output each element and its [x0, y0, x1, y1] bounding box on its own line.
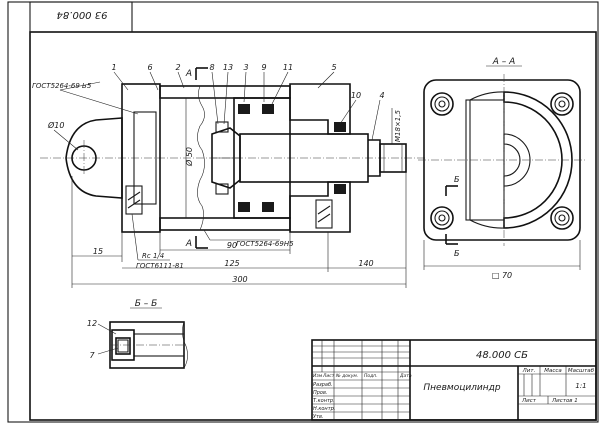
- role-razrab: Разраб.: [313, 382, 333, 388]
- hdr-dokum: № докум.: [335, 373, 358, 379]
- section-aa-view: [418, 74, 586, 246]
- main-view: [40, 67, 425, 249]
- dim-d10: Ø10: [47, 120, 64, 130]
- callout-2: 2: [175, 63, 180, 72]
- flange-dim: [423, 240, 581, 270]
- callout-3: 3: [243, 63, 248, 72]
- bolt-tl: [430, 92, 454, 116]
- cut-b-top: Б: [454, 175, 460, 184]
- hdr-podp: Подп.: [364, 373, 378, 379]
- gost-thread-note: ГОСТ6111-81: [136, 262, 184, 270]
- section-bb-label: Б – Б: [135, 299, 158, 309]
- dim-125: 125: [224, 259, 239, 268]
- sheet-label: Лист: [521, 398, 537, 404]
- sheets-label: Листов 1: [551, 398, 578, 404]
- seal-top-a: [238, 104, 250, 114]
- cut-b-bottom: Б: [454, 249, 460, 258]
- callout-12: 12: [87, 319, 97, 328]
- callout-10: 10: [351, 91, 361, 100]
- callout-11: 11: [283, 63, 293, 72]
- corner-stamp-text: 93 000.84: [57, 9, 108, 20]
- dim-90: 90: [227, 241, 237, 250]
- right-cap-top: [289, 83, 351, 135]
- doc-number: 48.000 СБ: [476, 350, 528, 361]
- seal-bot-b: [262, 202, 274, 212]
- callout-leaders: [59, 71, 381, 141]
- cut-a-top: А: [185, 69, 192, 79]
- right-cap-port: [315, 199, 333, 229]
- col-mass: Масса: [544, 368, 562, 374]
- seal-bot-a: [238, 202, 250, 212]
- gost-bottom-note: ГОСТ5264-69Н5: [236, 240, 294, 248]
- role-nkontr: Н.контр.: [313, 406, 335, 412]
- callout-6: 6: [147, 63, 152, 72]
- break-line: [197, 85, 205, 231]
- dim-140: 140: [358, 259, 373, 268]
- scale-value: 1:1: [575, 382, 586, 390]
- left-cap: [121, 83, 161, 233]
- rod-thread: [379, 143, 407, 173]
- callout-1: 1: [111, 63, 116, 72]
- role-utv: Утв.: [313, 414, 324, 420]
- bolt-tr: [550, 92, 574, 116]
- dim-m18: М18×1,5: [394, 110, 402, 142]
- callout-7: 7: [89, 351, 95, 360]
- seal-top-b: [262, 104, 274, 114]
- role-tkontr: Т.контр.: [313, 398, 335, 404]
- col-lit: Лит.: [522, 368, 536, 374]
- role-prov: Пров.: [313, 390, 328, 396]
- hdr-data: Дата: [399, 373, 412, 379]
- product-name: Пневмоцилиндр: [423, 383, 500, 393]
- cut-a-bottom: А: [185, 239, 192, 249]
- dimension-lines: [53, 98, 407, 288]
- gost-top-note: ГОСТ5264-69 Ь5: [32, 82, 92, 90]
- dim-15: 15: [93, 247, 103, 256]
- bolt-bl: [430, 206, 454, 230]
- callout-8: 8: [209, 63, 214, 72]
- hdr-list: Лист: [322, 373, 335, 379]
- title-block: [311, 339, 597, 421]
- dim-d50: Ø 50: [184, 147, 194, 167]
- rod-seal-bot: [334, 184, 346, 194]
- callout-9: 9: [261, 63, 266, 72]
- callout-13: 13: [223, 63, 233, 72]
- rod-seal-top: [334, 122, 346, 132]
- piston-rod: [239, 133, 369, 183]
- dim-sq70: □ 70: [492, 271, 512, 280]
- callout-5: 5: [331, 63, 336, 72]
- callout-4: 4: [379, 91, 384, 100]
- bolt-br: [550, 206, 574, 230]
- clevis-ear: [65, 117, 123, 199]
- section-bb-view: [109, 321, 188, 369]
- dim-300: 300: [232, 275, 247, 284]
- section-aa-label: А – А: [492, 57, 516, 67]
- barrel-bottom: [159, 217, 291, 231]
- hdr-izm: Изм: [313, 373, 323, 379]
- barrel-top: [159, 85, 291, 99]
- thread-note: Rc 1/4: [142, 252, 164, 260]
- col-scale: Масштаб: [568, 368, 595, 374]
- left-cap-plug: [125, 185, 143, 215]
